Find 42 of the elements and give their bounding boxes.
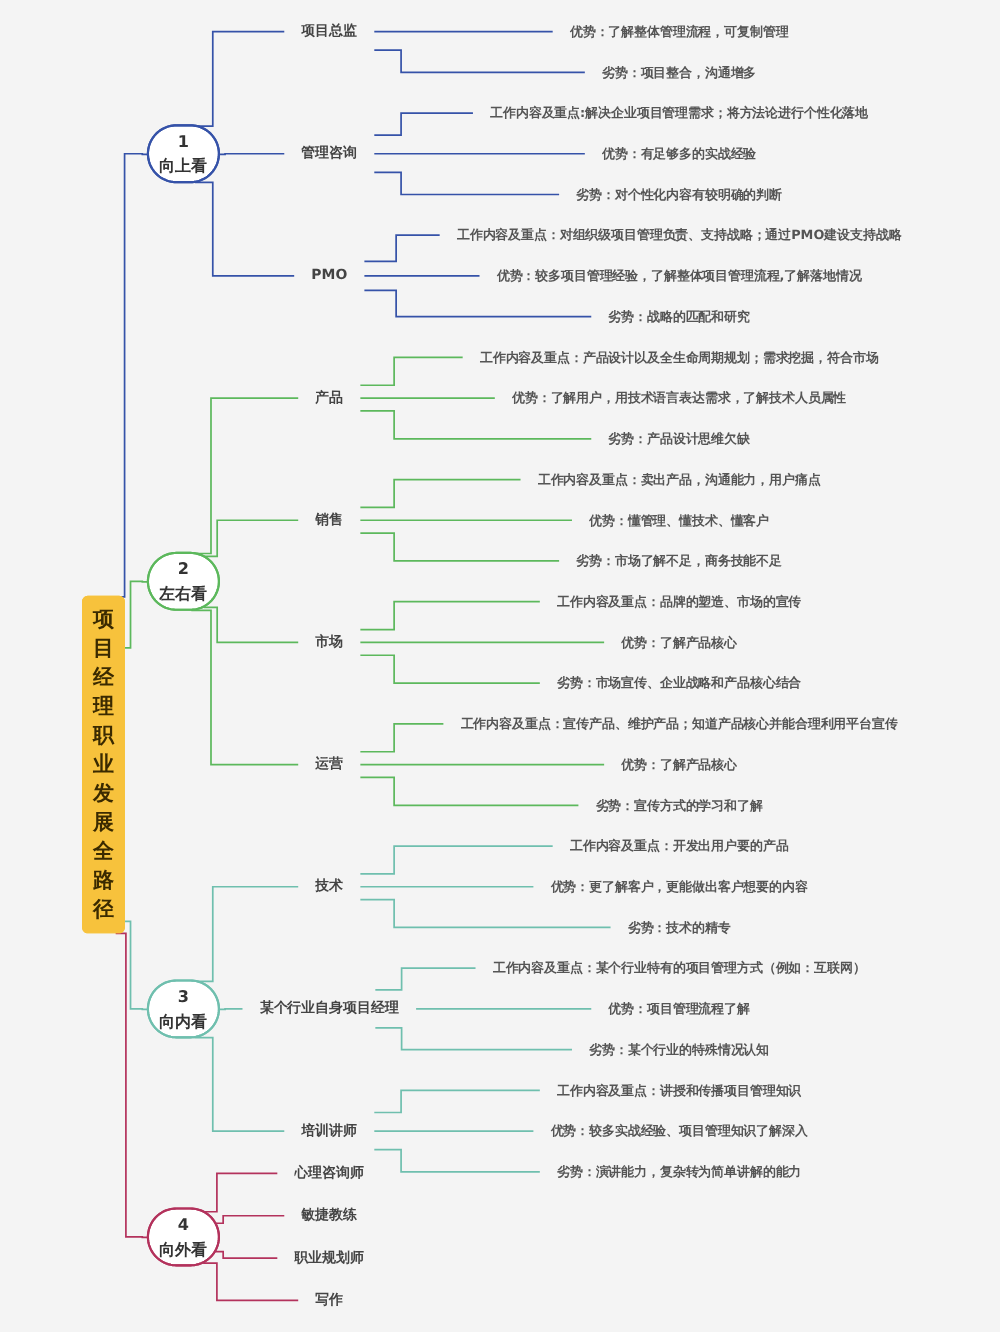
connector — [358, 519, 573, 522]
connector — [373, 1027, 573, 1051]
connector — [358, 532, 560, 562]
connector — [362, 289, 592, 318]
connector — [358, 723, 444, 753]
connector — [193, 1036, 285, 1132]
connector — [358, 641, 605, 644]
connector — [358, 600, 541, 631]
connector — [358, 654, 541, 684]
connector — [372, 171, 560, 196]
connector — [358, 898, 611, 929]
connector — [358, 776, 579, 807]
connector — [358, 885, 534, 888]
connector — [414, 1008, 592, 1010]
connector — [123, 580, 149, 649]
connector — [372, 1089, 541, 1114]
connector — [218, 152, 285, 156]
connector — [372, 30, 553, 33]
connector — [114, 932, 149, 1239]
connector — [358, 763, 605, 766]
connector — [214, 1250, 278, 1259]
connector — [202, 606, 299, 644]
connector — [218, 1008, 243, 1011]
connector — [358, 845, 553, 875]
connector — [373, 967, 476, 991]
connector — [372, 152, 586, 155]
connector — [123, 920, 149, 1011]
connector — [362, 234, 440, 263]
connector — [372, 112, 474, 137]
connector — [372, 49, 586, 74]
connector — [358, 356, 463, 387]
connector — [358, 410, 592, 440]
connector — [358, 397, 496, 399]
connector — [201, 1262, 299, 1302]
connector — [372, 1130, 534, 1132]
connector — [193, 181, 295, 277]
connector — [214, 1214, 285, 1225]
connector — [362, 275, 480, 277]
connector — [201, 1172, 278, 1213]
connector — [358, 478, 521, 509]
connector — [372, 1148, 541, 1173]
connector — [202, 519, 299, 558]
